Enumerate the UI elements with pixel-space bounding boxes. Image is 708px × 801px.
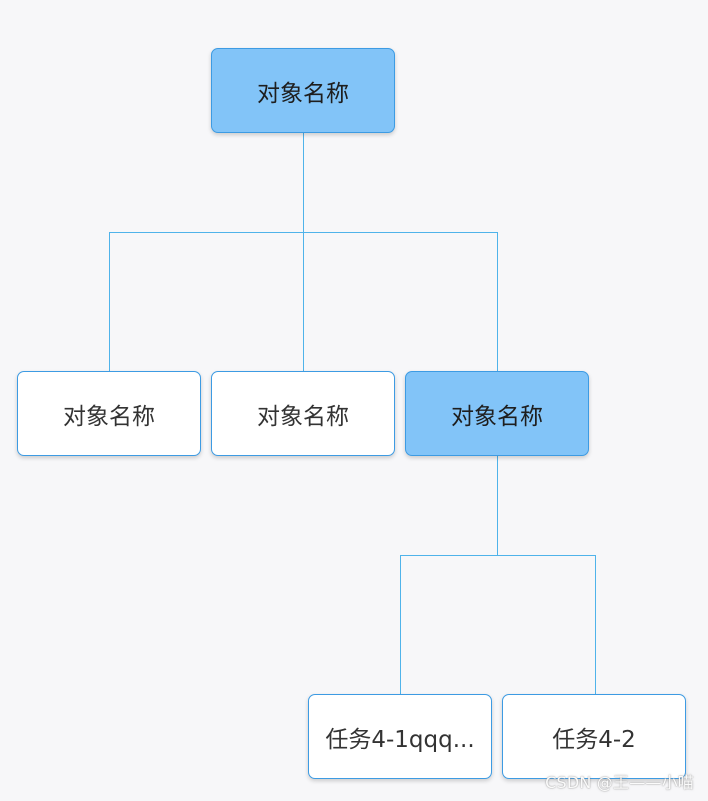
connector-child-2-drop (303, 232, 304, 372)
tree-node-label: 对象名称 (257, 80, 349, 107)
tree-node-root[interactable]: 对象名称 (211, 48, 395, 133)
connector-root-stem (303, 133, 304, 233)
connector-grandchild-2-drop (595, 555, 596, 695)
connector-child-1-drop (109, 232, 110, 372)
tree-node-child-1[interactable]: 对象名称 (17, 371, 201, 456)
tree-node-label: 对象名称 (257, 403, 349, 430)
tree-node-grandchild-1[interactable]: 任务4-1qqq... (308, 694, 492, 779)
tree-node-label: 任务4-1qqq... (325, 726, 475, 753)
tree-node-label: 对象名称 (63, 403, 155, 430)
tree-node-child-3[interactable]: 对象名称 (405, 371, 589, 456)
tree-node-grandchild-2[interactable]: 任务4-2 (502, 694, 686, 779)
connector-grandchild-1-drop (400, 555, 401, 695)
connector-child-3-stem (497, 456, 498, 556)
watermark: CSDN @王——小喵 (545, 773, 694, 792)
tree-node-label: 对象名称 (451, 403, 543, 430)
tree-node-child-2[interactable]: 对象名称 (211, 371, 395, 456)
connector-level2-bar (400, 555, 596, 556)
connector-child-3-drop (497, 232, 498, 372)
tree-node-label: 任务4-2 (552, 726, 636, 753)
